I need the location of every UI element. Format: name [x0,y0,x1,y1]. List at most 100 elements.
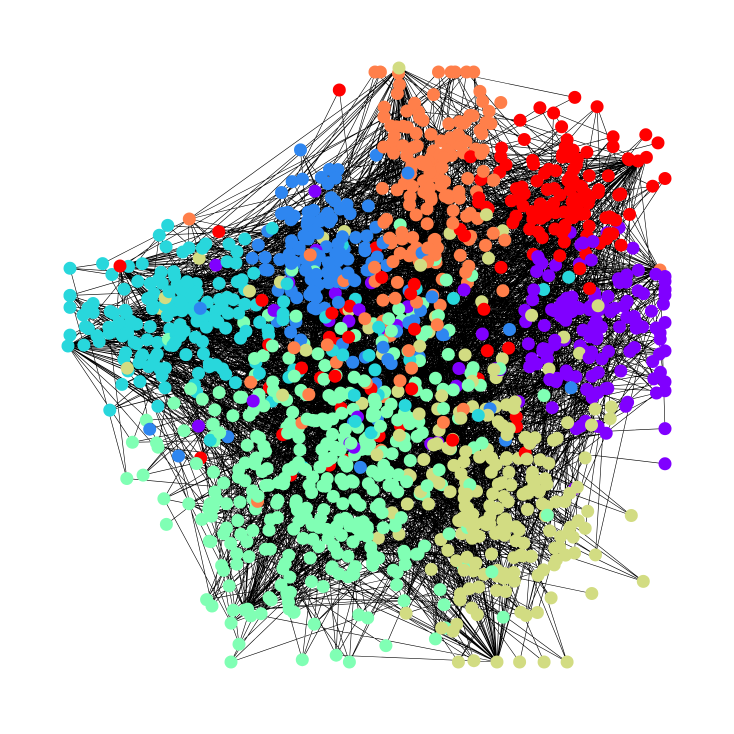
graph-node-olive [414,258,428,272]
graph-node-violet [585,369,599,383]
node-layer [61,61,672,669]
graph-node-red [639,128,653,142]
graph-node-mint [292,456,305,469]
graph-node-orange [390,183,404,197]
graph-node-red [601,169,615,183]
graph-node-olive [489,527,503,541]
graph-node-violet [627,310,641,323]
graph-node-cyan [226,293,240,307]
graph-node-mint [317,503,331,517]
graph-node-mint [295,653,309,667]
graph-node-cyan [398,399,412,412]
graph-node-red [658,172,672,185]
graph-node-orange [473,84,487,98]
graph-node-cyan [220,255,234,269]
graph-node-violet [658,422,672,436]
graph-node-mint [286,405,300,419]
graph-node-olive [589,548,602,562]
graph-node-orange [377,110,391,124]
graph-node-cyan [208,313,222,327]
graph-node-orange [395,226,409,239]
graph-node-cyan [112,316,126,330]
graph-node-olive [479,208,493,222]
graph-node-olive [636,574,650,588]
graph-node-cyan [152,228,166,242]
graph-node-olive [422,497,435,511]
graph-node-cyan [103,403,117,417]
graph-node-orange [446,216,460,230]
graph-node-violet [631,263,645,277]
graph-node-red [582,192,596,206]
graph-node-orange [377,140,391,154]
graph-node-mint [231,514,245,527]
graph-node-mint [394,511,408,525]
graph-node-red [561,173,575,187]
graph-node-mint [391,413,405,427]
graph-node-red [404,287,418,301]
graph-node-mint [313,460,327,474]
graph-node-mint [326,489,340,503]
graph-node-mint [357,374,371,388]
graph-node-mint [249,452,263,466]
graph-node-olive [457,455,471,469]
graph-node-mint [304,575,318,589]
graph-node-cyan [117,282,131,296]
graph-node-mint [240,438,254,452]
graph-node-cyan [471,408,485,422]
graph-node-blue [341,266,355,280]
graph-node-mint [303,551,317,565]
graph-node-olive [504,478,518,492]
graph-node-olive [243,284,256,298]
graph-node-blue [436,328,449,342]
graph-node-red [526,212,540,226]
graph-node-violet [595,352,609,366]
graph-node-olive [443,485,457,499]
graph-node-blue [285,234,298,248]
graph-node-red [513,113,527,127]
graph-node-violet [621,395,635,409]
graph-node-blue [381,353,395,366]
graph-node-violet [582,351,596,365]
graph-node-blue [284,256,298,270]
graph-node-cyan [127,335,141,349]
graph-node-orange [487,173,501,187]
graph-node-blue [301,214,315,228]
graph-node-violet [565,290,579,304]
graph-node-red [328,369,342,383]
graph-node-olive [460,487,474,501]
graph-node-violet [576,323,590,337]
graph-node-orange [390,87,404,100]
graph-node-cyan [197,347,210,361]
graph-node-olive [491,477,505,491]
graph-node-violet [601,381,615,395]
graph-node-orange [377,100,391,114]
graph-node-olive [458,348,472,362]
graph-node-orange [494,96,508,109]
graph-node-olive [371,531,385,545]
graph-node-olive [443,226,457,240]
graph-node-cyan [336,348,350,362]
graph-node-mint [290,503,304,517]
graph-node-orange [419,158,433,172]
graph-node-olive [456,511,469,525]
graph-node-mint [296,531,310,545]
graph-node-violet [536,342,550,356]
graph-node-mint [418,539,431,553]
graph-node-olive [500,451,514,465]
graph-node-mint [220,521,233,535]
graph-node-violet [537,319,551,332]
graph-node-olive [549,495,563,509]
graph-node-orange [438,189,452,203]
graph-node-blue [294,143,307,157]
graph-node-red [639,150,653,164]
graph-node-cyan [230,275,244,289]
graph-node-orange [387,146,401,160]
graph-node-mint [380,405,394,419]
graph-node-olive [192,251,206,265]
graph-node-red [212,225,226,239]
graph-node-mint [461,378,475,392]
graph-node-violet [658,283,672,297]
graph-node-orange [406,231,420,244]
graph-node-olive [466,522,480,535]
graph-node-mint [167,396,181,410]
